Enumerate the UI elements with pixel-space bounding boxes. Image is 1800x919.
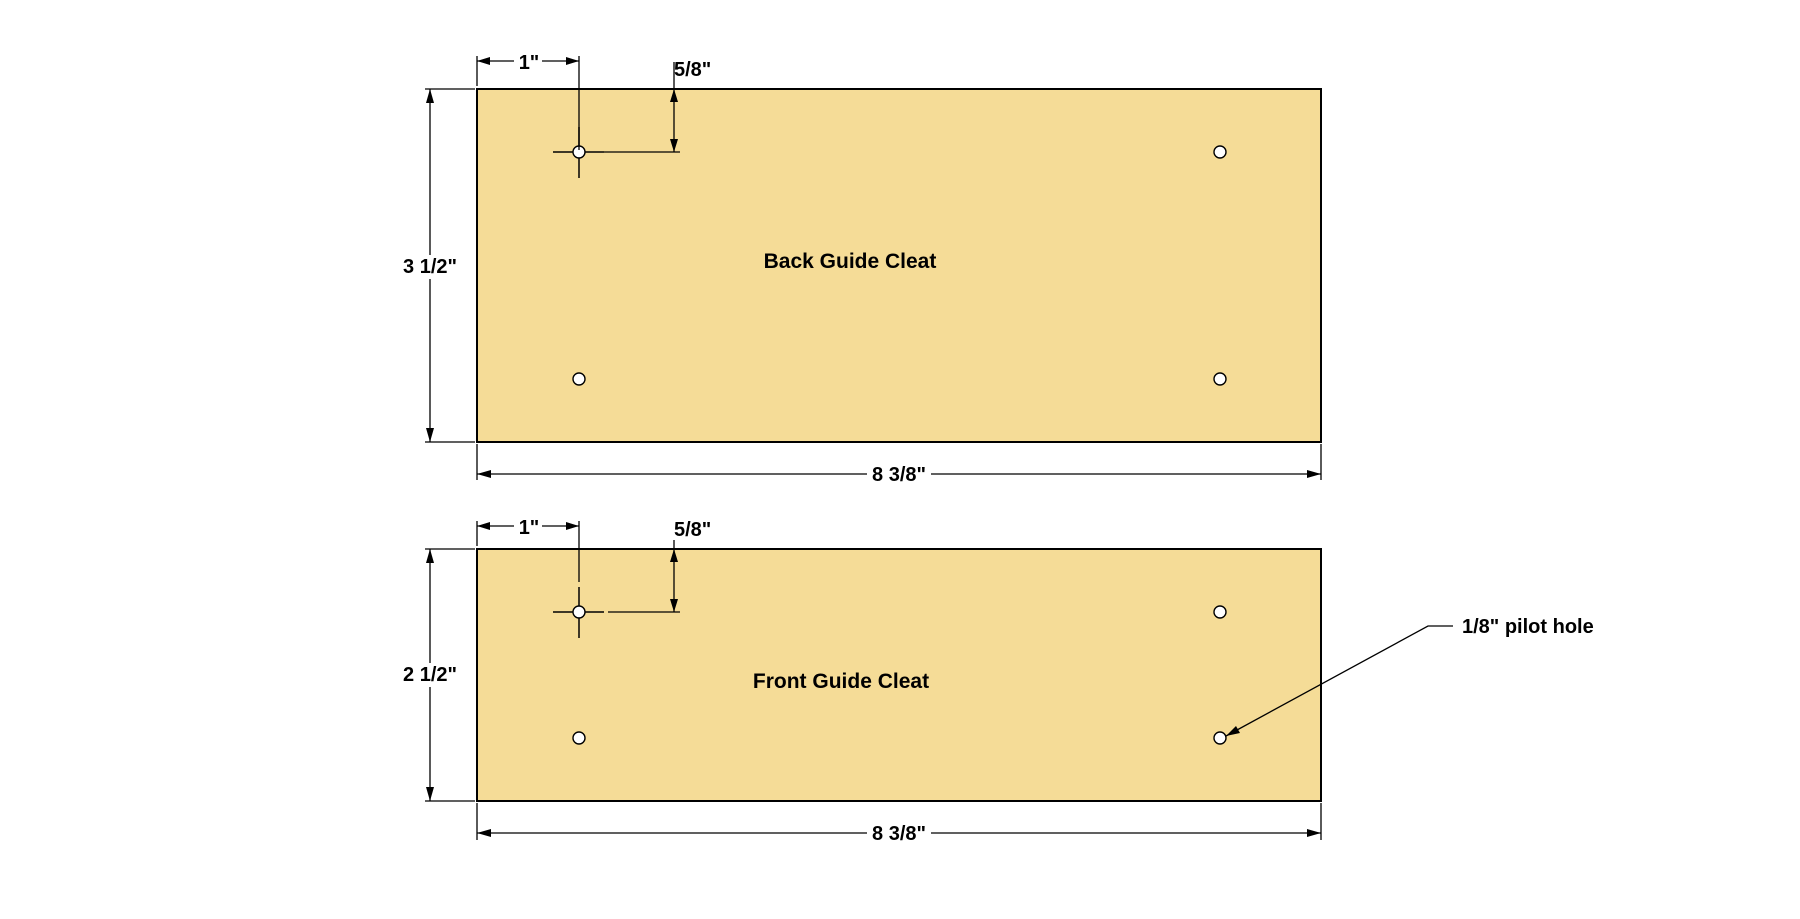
front-cleat-hole-bottom-right	[1213, 731, 1227, 745]
back-cleat-title: Back Guide Cleat	[764, 250, 937, 273]
back-cleat-hole-top-right	[1213, 145, 1227, 159]
front-cleat-dim-height: 2 1/2"	[400, 548, 475, 802]
back-cleat-board	[476, 88, 1322, 443]
front-cleat-hole-top-left	[572, 605, 586, 619]
back-cleat-dim-hole-x-label: 1"	[519, 52, 540, 74]
pilot-hole-callout: 1/8" pilot hole	[1225, 616, 1594, 737]
front-cleat-dim-height-label: 2 1/2"	[403, 664, 457, 686]
pilot-hole-callout-label: 1/8" pilot hole	[1462, 616, 1594, 638]
back-cleat-dim-hole-y-label: 5/8"	[674, 59, 711, 81]
front-cleat-hole-top-right	[1213, 605, 1227, 619]
front-cleat-dim-width-label: 8 3/8"	[872, 823, 926, 845]
front-cleat-dim-hole-x: 1"	[476, 515, 580, 582]
front-cleat-dim-hole-y: 5/8"	[608, 519, 711, 613]
front-guide-cleat: Front Guide Cleat 1" 5/8" 2	[400, 515, 1594, 845]
back-cleat-dim-width: 8 3/8"	[476, 444, 1322, 486]
back-cleat-dim-height-label: 3 1/2"	[403, 256, 457, 278]
front-cleat-layout-mark	[553, 587, 604, 638]
back-cleat-dim-height: 3 1/2"	[400, 88, 475, 443]
back-cleat-hole-bottom-right	[1213, 372, 1227, 386]
back-cleat-dim-hole-y: 5/8"	[604, 59, 711, 153]
front-cleat-dim-width: 8 3/8"	[476, 803, 1322, 845]
back-cleat-dim-hole-x: 1"	[476, 49, 580, 150]
back-cleat-dim-width-label: 8 3/8"	[872, 464, 926, 486]
back-cleat-hole-bottom-left	[572, 372, 586, 386]
front-cleat-board	[476, 548, 1322, 802]
back-guide-cleat: Back Guide Cleat 1" 5/8" 3	[400, 49, 1322, 486]
front-cleat-dim-hole-x-label: 1"	[519, 517, 540, 539]
front-cleat-dim-hole-y-label: 5/8"	[674, 519, 711, 541]
front-cleat-title: Front Guide Cleat	[753, 670, 929, 693]
front-cleat-hole-bottom-left	[572, 731, 586, 745]
